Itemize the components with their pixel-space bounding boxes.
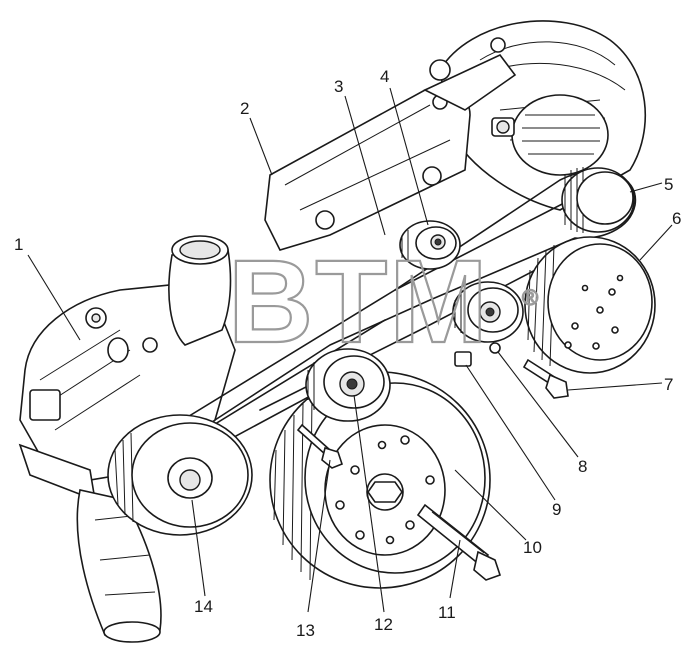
mounting-bracket bbox=[264, 54, 517, 251]
callout-5: 5 bbox=[664, 175, 673, 194]
alternator-pulley bbox=[561, 167, 635, 233]
callout-11: 11 bbox=[438, 603, 456, 622]
callout-4: 4 bbox=[380, 67, 389, 86]
leader-5 bbox=[629, 182, 663, 193]
idler-pulley-upper bbox=[399, 220, 461, 270]
tensioner-pulley bbox=[452, 281, 524, 367]
callout-7: 7 bbox=[664, 375, 673, 394]
leader-12 bbox=[353, 394, 385, 613]
callout-6: 6 bbox=[672, 209, 681, 228]
fan-bolt bbox=[522, 358, 569, 399]
watermark-registered-mark: ® bbox=[522, 285, 538, 310]
callout-2: 2 bbox=[240, 99, 249, 118]
leader-3 bbox=[344, 95, 386, 236]
callout-12: 12 bbox=[374, 615, 393, 634]
leader-9 bbox=[465, 364, 556, 501]
leader-lines bbox=[27, 87, 673, 613]
watermark-text: BTM bbox=[228, 236, 490, 368]
callout-9: 9 bbox=[552, 500, 561, 519]
callout-1: 1 bbox=[14, 235, 23, 254]
callout-13: 13 bbox=[296, 621, 315, 640]
leader-1 bbox=[27, 254, 81, 341]
damper-bolt bbox=[416, 503, 502, 581]
leader-7 bbox=[567, 382, 663, 391]
callout-numbers: 1 2 3 4 5 6 7 8 9 10 11 12 13 14 bbox=[14, 67, 681, 640]
callout-14: 14 bbox=[194, 597, 213, 616]
idler-bolt bbox=[296, 423, 343, 469]
fan-pulley bbox=[524, 236, 656, 374]
leader-13 bbox=[307, 459, 331, 613]
leader-2 bbox=[249, 117, 273, 176]
leader-6 bbox=[639, 224, 673, 261]
idler-pulley-lower bbox=[305, 348, 391, 422]
callout-3: 3 bbox=[334, 77, 343, 96]
leader-11 bbox=[449, 539, 461, 599]
callout-8: 8 bbox=[578, 457, 587, 476]
watermark: BTM ® bbox=[227, 235, 539, 369]
leader-8 bbox=[497, 351, 579, 458]
leader-10 bbox=[454, 469, 527, 541]
water-pump-pulley bbox=[107, 414, 253, 536]
leader-14 bbox=[191, 499, 206, 597]
callout-10: 10 bbox=[523, 538, 542, 557]
leader-4 bbox=[389, 87, 429, 226]
